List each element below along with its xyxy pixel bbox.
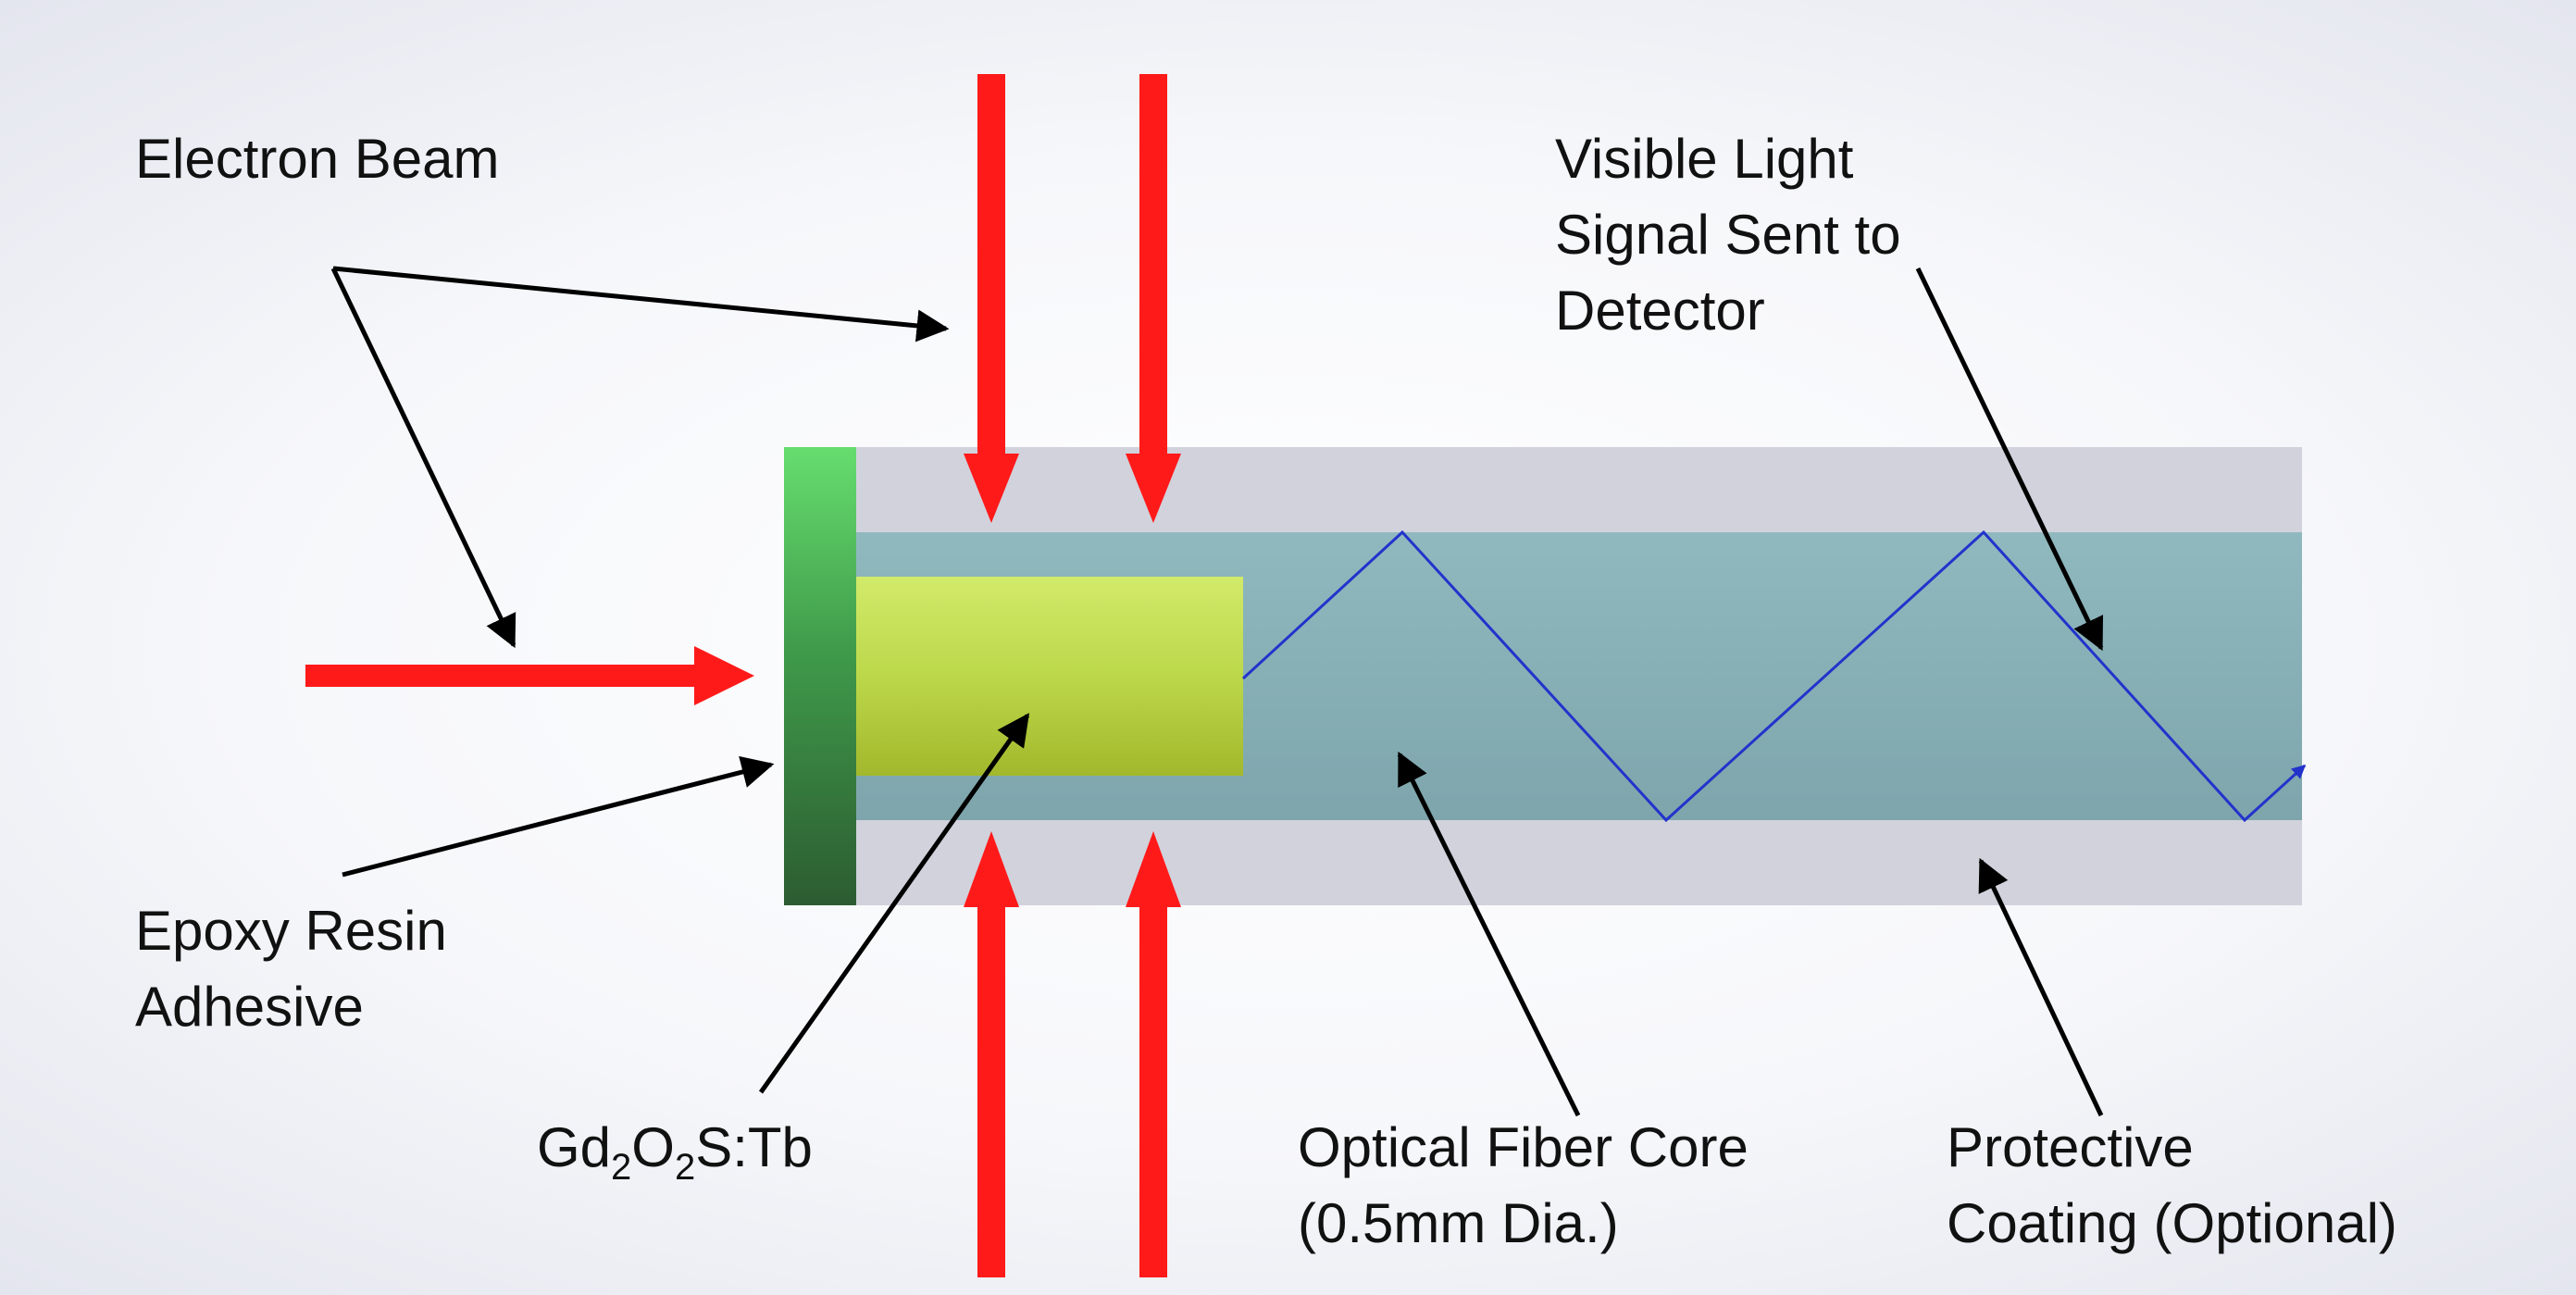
label-scintillator-sub-1: 2 xyxy=(611,1147,632,1188)
label-electron-beam-text: Electron Beam xyxy=(135,128,500,190)
label-visible-light-line-1: Visible Light xyxy=(1555,128,1854,190)
beam-arrow-top-2 xyxy=(1126,74,1181,523)
label-coating-line-2: Coating (Optional) xyxy=(1947,1192,2397,1254)
label-fiber-core: Optical Fiber Core (0.5mm Dia.) xyxy=(1298,1110,1748,1262)
electron-beam-arrows xyxy=(305,74,1181,1277)
label-coating-line-1: Protective xyxy=(1947,1116,2194,1178)
label-coating: Protective Coating (Optional) xyxy=(1947,1110,2397,1262)
beam-arrow-top-1 xyxy=(964,74,1019,523)
label-electron-beam: Electron Beam xyxy=(135,121,500,197)
label-epoxy-line-2: Adhesive xyxy=(135,976,364,1038)
epoxy-resin-block xyxy=(784,447,856,905)
label-scintillator-sub-2: 2 xyxy=(674,1147,696,1188)
scintillator-block xyxy=(856,577,1243,776)
label-scintillator: Gd2O2S:Tb xyxy=(537,1110,813,1192)
label-scintillator-part-1: Gd xyxy=(537,1116,612,1178)
label-epoxy-line-1: Epoxy Resin xyxy=(135,900,447,962)
label-fiber-core-line-1: Optical Fiber Core xyxy=(1298,1116,1748,1178)
leader-electron-beam-top xyxy=(332,266,950,342)
beam-arrow-bottom-1 xyxy=(964,831,1019,1277)
leader-fiber-core xyxy=(1397,751,1581,1117)
leader-epoxy xyxy=(342,755,775,878)
leader-scintillator xyxy=(758,713,1030,1094)
label-visible-light-line-2: Signal Sent to xyxy=(1555,204,1901,266)
beam-arrow-left xyxy=(305,646,754,705)
leader-electron-beam-left xyxy=(330,267,516,649)
label-epoxy: Epoxy Resin Adhesive xyxy=(135,893,447,1045)
leader-lines xyxy=(330,266,2104,1117)
leader-coating xyxy=(1978,857,2104,1117)
label-fiber-core-line-2: (0.5mm Dia.) xyxy=(1298,1192,1619,1254)
label-visible-light: Visible Light Signal Sent to Detector xyxy=(1555,121,1901,349)
label-scintillator-part-2: O xyxy=(631,1116,675,1178)
beam-arrow-bottom-2 xyxy=(1126,831,1181,1277)
leader-visible-light xyxy=(1915,267,2104,652)
label-scintillator-part-3: S:Tb xyxy=(695,1116,813,1178)
label-visible-light-line-3: Detector xyxy=(1555,280,1765,342)
light-signal-path xyxy=(1241,529,2307,823)
